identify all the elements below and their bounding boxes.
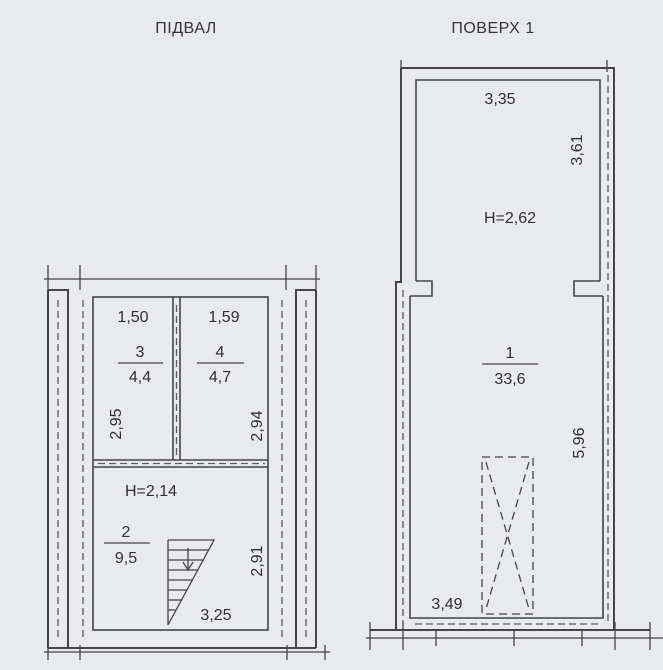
room3-width: 1,50: [117, 309, 148, 326]
room1-width: 3,49: [431, 596, 462, 613]
upper-length: 3,61: [569, 134, 586, 165]
room2-height: H=2,14: [125, 483, 177, 500]
floor1-outer-wall: [395, 68, 402, 630]
room1-number: 1: [506, 345, 515, 362]
room2-number: 2: [122, 524, 131, 541]
upper-height: H=2,62: [484, 210, 536, 227]
room4-area: 4,7: [209, 369, 231, 386]
room3-length: 2,95: [108, 408, 125, 439]
inspection-pit: [481, 456, 534, 615]
stairs-outline: [167, 539, 216, 626]
floor1-outer-wall: [401, 67, 615, 630]
basement-wall: [48, 289, 69, 648]
basement-title: ПІДВАЛ: [155, 20, 216, 37]
room2-area: 9,5: [115, 550, 137, 567]
basement-wall: [295, 289, 316, 648]
room1-wall: [409, 296, 604, 619]
room3-area: 4,4: [129, 369, 151, 386]
room4-number: 4: [216, 344, 225, 361]
floor1-plan: 3,35 3,61 H=2,62 1 33,6 5,96 3,49: [366, 60, 663, 650]
room3-number: 3: [136, 344, 145, 361]
room2-width: 3,25: [200, 607, 231, 624]
room4-width: 1,59: [208, 309, 239, 326]
pit-outline: [481, 456, 534, 615]
basement-plan: 1,50 3 4,4 2,95 1,59 4 4,7 2,94 H=2,14 2…: [44, 265, 330, 660]
room2-length: 2,91: [249, 545, 266, 576]
room4-length: 2,94: [249, 410, 266, 441]
upper-room-wall: [415, 79, 601, 281]
stair-arrow-head: [182, 561, 194, 572]
room1-area: 33,6: [494, 371, 525, 388]
floor1-title: ПОВЕРХ 1: [451, 20, 534, 37]
wall-protrusion: [410, 280, 433, 297]
room1-length: 5,96: [571, 427, 588, 458]
wall-protrusion: [573, 280, 603, 297]
upper-width: 3,35: [484, 91, 515, 108]
stairs: [167, 539, 216, 626]
